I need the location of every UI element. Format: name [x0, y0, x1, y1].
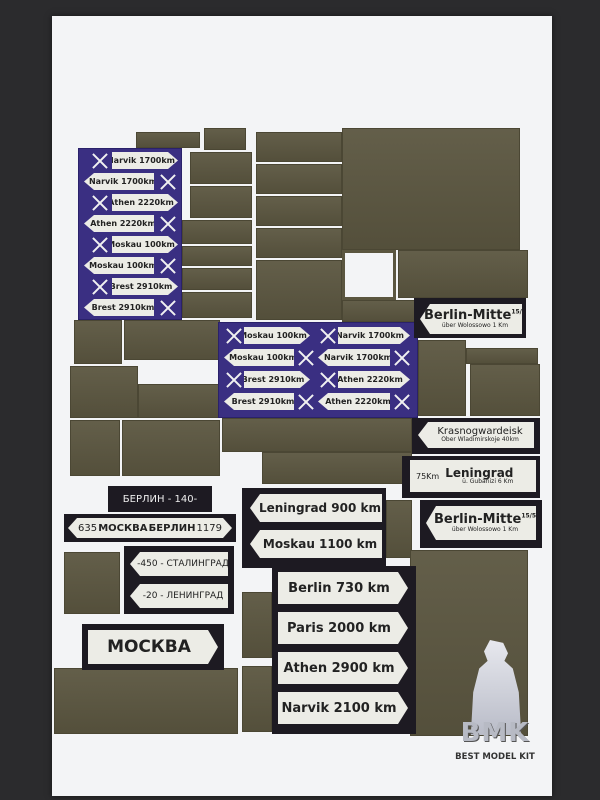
olive-block — [136, 132, 200, 148]
blue-center-sign-left: Brest 2910km — [224, 393, 294, 410]
olive-block — [342, 128, 520, 250]
moskva-berlin-right-num: 1179 — [196, 522, 222, 534]
olive-block — [182, 246, 252, 266]
olive-block — [256, 196, 342, 226]
berlin-mitte-sup-2: 15/5 — [521, 512, 537, 520]
berlin-mitte-sup: 15/5 — [511, 308, 527, 316]
x-mark-icon — [92, 153, 108, 169]
krasnogwardeisk-sign: Krasnogwardeisk Ober Wladimirskoje 40km — [418, 422, 534, 448]
leningrad-dist: 75Km — [416, 471, 440, 481]
moskva-berlin-left: МОСКВА — [98, 522, 148, 534]
x-mark-icon — [298, 394, 314, 410]
olive-block — [74, 320, 122, 364]
moskva-berlin-sign: 635 МОСКВА БЕРЛИН 1179 — [68, 518, 232, 538]
stalingrad-sign: -450 - СТАЛИНГРАД — [130, 552, 228, 576]
olive-block — [242, 592, 272, 658]
blue-center-sign-left: Moskau 100km — [244, 327, 310, 344]
x-mark-icon — [160, 216, 176, 232]
leningrad-sub: ü. Gubanizi 6 Km — [462, 478, 514, 486]
blue-center-sign-left: Brest 2910km — [244, 371, 310, 388]
x-mark-icon — [226, 372, 242, 388]
olive-block — [182, 292, 252, 318]
olive-block — [262, 452, 412, 484]
x-mark-icon — [160, 258, 176, 274]
olive-block — [466, 348, 538, 364]
olive-block — [54, 668, 238, 734]
olive-block — [204, 128, 246, 150]
olive-block — [386, 500, 412, 558]
blue-center-sign-right: Athen 2220km — [338, 371, 410, 388]
big-arrow-sign: Berlin 730 km — [278, 572, 408, 604]
berlin-mitte-sign-2: Berlin-Mitte15/5 über Wolossowo 1 Km — [426, 506, 536, 540]
berlin-mitte-sign-1: Berlin-Mitte15/5 über Wolossowo 1 Km — [420, 304, 522, 334]
blue-left-sign: Moskau 100km — [112, 236, 178, 253]
big-arrow-sign: Athen 2900 km — [278, 652, 408, 684]
blue-center-sign-right: Narvik 1700km — [318, 349, 390, 366]
olive-block — [256, 164, 342, 194]
krasnogwardeisk-title: Krasnogwardeisk — [437, 425, 523, 437]
x-mark-icon — [320, 328, 336, 344]
x-mark-icon — [92, 279, 108, 295]
x-mark-icon — [298, 350, 314, 366]
x-mark-icon — [160, 300, 176, 316]
blue-left-sign: Athen 2220km — [112, 194, 178, 211]
big-arrow-sign: Paris 2000 km — [278, 612, 408, 644]
x-mark-icon — [92, 195, 108, 211]
olive-block — [256, 228, 342, 258]
olive-block — [190, 186, 252, 218]
olive-block — [222, 418, 412, 452]
leningrad-sign: 75Km Leningrad ü. Gubanizi 6 Km — [410, 460, 536, 492]
blue-left-sign: Brest 2910km — [112, 278, 178, 295]
olive-block — [138, 384, 220, 418]
olive-block — [182, 220, 252, 244]
olive-block — [418, 340, 466, 416]
olive-frame — [342, 250, 396, 300]
olive-block — [122, 420, 220, 476]
olive-block — [398, 250, 528, 298]
olive-block — [124, 320, 220, 360]
x-mark-icon — [160, 174, 176, 190]
moskva-berlin-right: БЕРЛИН — [148, 522, 196, 534]
blue-center-sign-right: Narvik 1700km — [338, 327, 410, 344]
blue-center-sign-left: Moskau 100km — [224, 349, 294, 366]
olive-block — [70, 420, 120, 476]
berlin-mitte-title-2: Berlin-Mitte — [433, 512, 522, 528]
olive-block — [64, 552, 120, 614]
olive-block — [342, 300, 418, 322]
olive-block — [70, 366, 138, 418]
leningrad-title: Leningrad — [445, 465, 514, 480]
olive-block — [256, 260, 342, 320]
olive-block — [256, 132, 342, 162]
blue-left-sign: Brest 2910km — [84, 299, 154, 316]
white-arrow-sign: Moskau 1100 km — [250, 530, 382, 558]
white-arrow-sign: Leningrad 900 km — [250, 494, 382, 522]
berlin-mitte-sub-2: über Wolossowo 1 Km — [451, 525, 519, 533]
berlin-140-sign: БЕРЛИН - 140- — [112, 490, 208, 508]
blue-center-sign-right: Athen 2220km — [318, 393, 390, 410]
krasnogwardeisk-sub: Ober Wladimirskoje 40km — [441, 436, 519, 444]
olive-block — [470, 364, 540, 416]
logo-tagline: BEST MODEL KIT — [455, 752, 535, 762]
x-mark-icon — [320, 372, 336, 388]
bmk-logo: BMK BEST MODEL KIT — [440, 640, 550, 785]
x-mark-icon — [394, 394, 410, 410]
x-mark-icon — [394, 350, 410, 366]
moskva-big-sign: МОСКВА — [88, 630, 218, 664]
big-arrow-sign: Narvik 2100 km — [278, 692, 408, 724]
olive-block — [190, 152, 252, 184]
x-mark-icon — [92, 237, 108, 253]
moskva-berlin-left-num: 635 — [78, 522, 98, 534]
logo-mark: BMK — [460, 718, 530, 748]
olive-block — [182, 268, 252, 290]
x-mark-icon — [226, 328, 242, 344]
berlin-mitte-title: Berlin-Mitte — [423, 308, 512, 324]
blue-left-sign: Moskau 100km — [84, 257, 154, 274]
blue-left-sign: Narvik 1700km — [84, 173, 154, 190]
leningrad-ru-sign: -20 - ЛЕНИНГРАД — [130, 584, 228, 608]
blue-left-sign: Narvik 1700km — [112, 152, 178, 169]
olive-block — [242, 666, 272, 732]
blue-left-sign: Athen 2220km — [84, 215, 154, 232]
berlin-mitte-sub: über Wolossowo 1 Km — [441, 321, 509, 329]
